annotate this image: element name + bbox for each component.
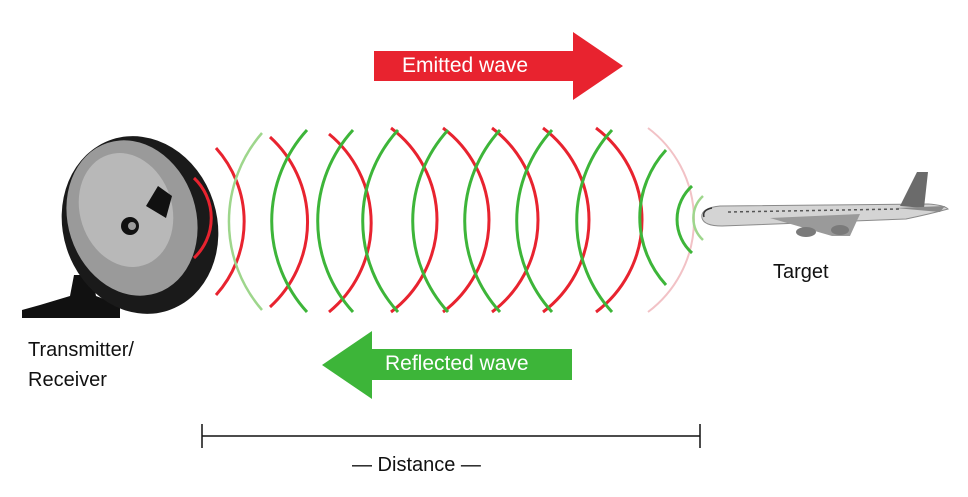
distance-label: — Distance — [352,454,481,476]
target-label: Target [773,261,829,283]
emitted-wave-label: Emitted wave [402,54,529,77]
reflected-wave-label: Reflected wave [385,352,529,375]
emitted-wave-arrow [374,32,623,100]
transmitter-label-line1: Transmitter/ [28,339,134,361]
airplane-icon [701,172,949,237]
transmitter-label-line2: Receiver [28,369,107,391]
reflected-wave-arrow [322,331,572,399]
reflected-wave-fronts [227,128,704,314]
radar-dish-icon [22,136,219,318]
distance-bracket [201,424,701,448]
